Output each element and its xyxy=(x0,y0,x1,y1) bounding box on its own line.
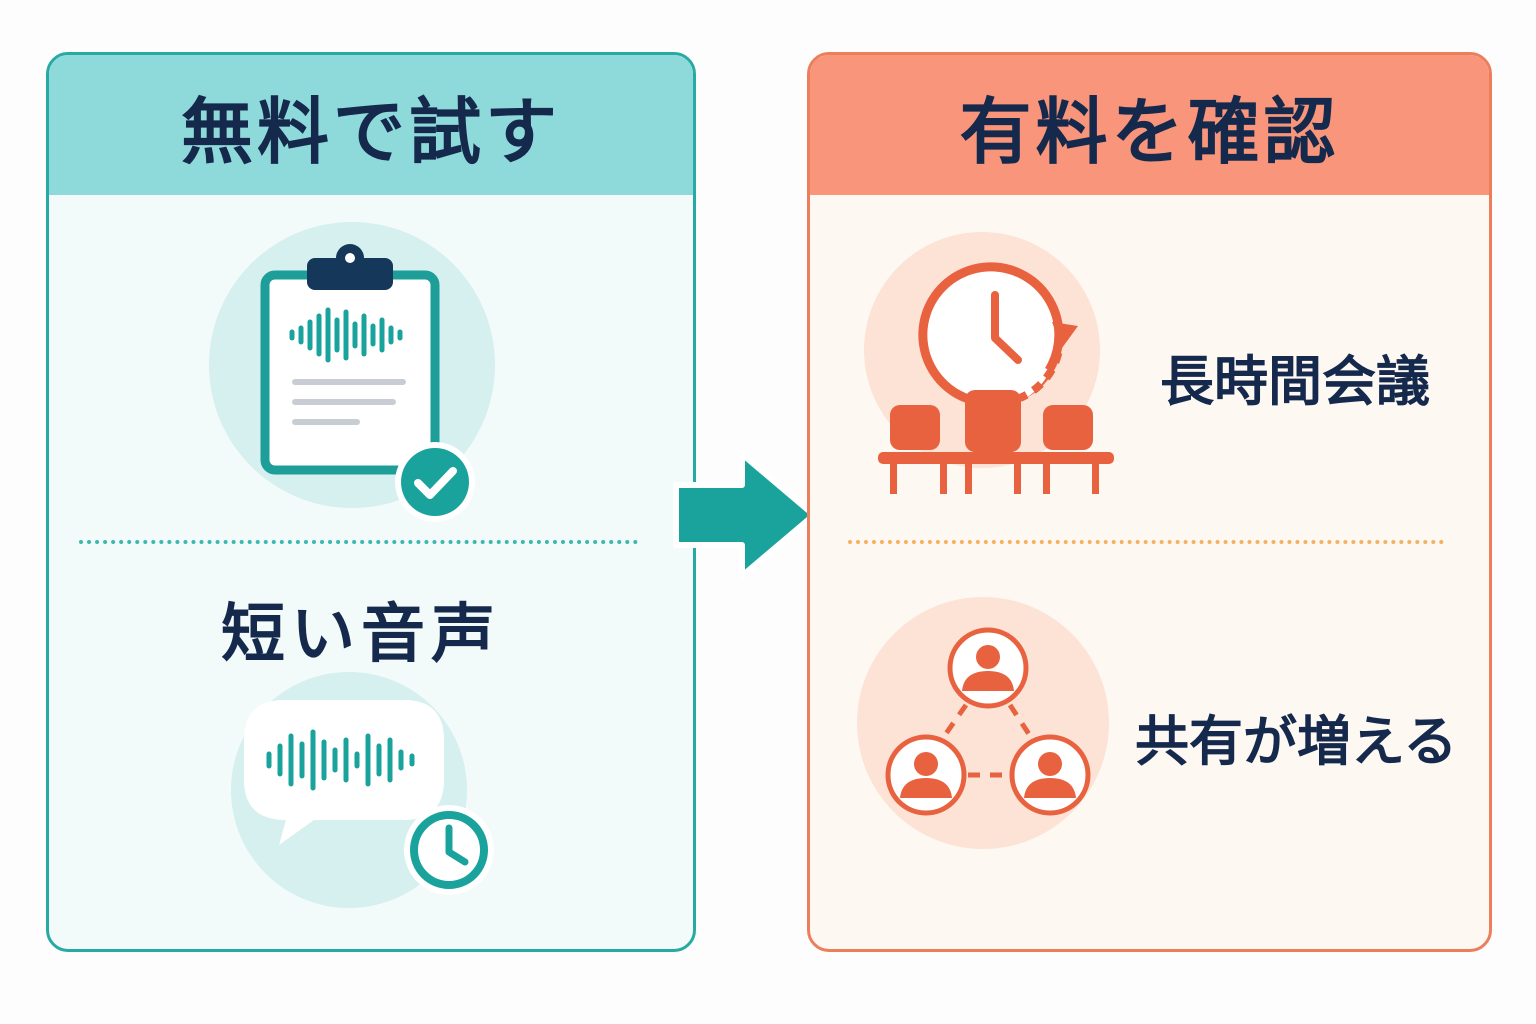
speech-bubble-waveform-clock-icon xyxy=(231,672,494,908)
paid-plan-title: 有料を確認 xyxy=(810,55,1489,195)
paid-plan-panel: 有料を確認 長時間会議 xyxy=(807,52,1492,952)
long-meeting-label: 長時間会議 xyxy=(1160,350,1430,413)
clock-meeting-chairs-icon xyxy=(864,232,1114,494)
more-sharing-label: 共有が増える xyxy=(1135,710,1458,773)
clipboard-waveform-check-icon xyxy=(209,222,495,522)
paid-panel-divider xyxy=(848,540,1444,544)
free-panel-divider xyxy=(79,540,638,544)
free-plan-panel: 無料で試す 短い音声 xyxy=(46,52,696,952)
short-audio-label: 短い音声 xyxy=(221,598,501,672)
right-arrow-icon xyxy=(673,451,817,579)
free-plan-title: 無料で試す xyxy=(49,55,693,195)
people-network-share-icon xyxy=(857,597,1109,849)
